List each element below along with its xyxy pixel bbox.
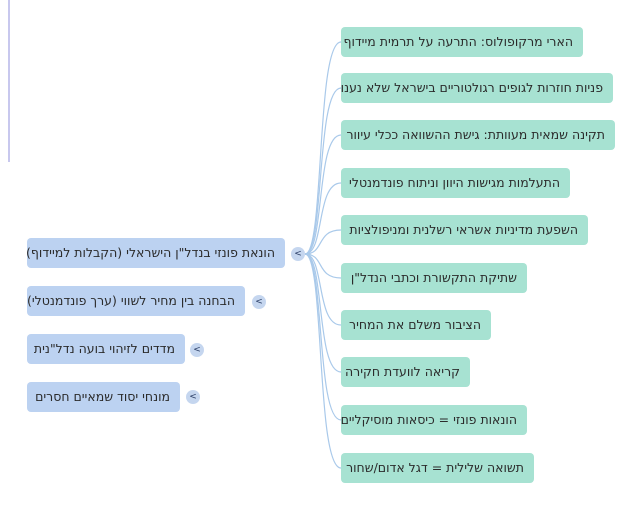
edge-to-right-node-10 [304,253,342,469]
right-node-2[interactable]: פניות חוזרות לגופים רגולטוריים בישראל של… [341,73,613,103]
collapse-chevron-icon[interactable]: < [291,247,305,261]
right-node-5[interactable]: השפעת מדיניות אשראי רשלנית ומניפולציות [341,215,588,245]
edge-to-right-node-1 [304,41,342,255]
edge-to-right-node-5 [304,229,342,255]
right-node-4[interactable]: התעלמות מגישות היוון וניתוח פונדמנטלי [341,168,570,198]
edge-to-right-node-3 [304,134,342,255]
right-node-3[interactable]: תקינה שמאית מעוותת: גישת ההשוואה ככלי עי… [341,120,615,150]
expand-chevron-icon[interactable]: < [186,390,200,404]
left-node-missing-terms[interactable]: מונחי יסוד שמאיים חסרים [27,382,180,412]
edge-to-right-node-7 [304,253,342,326]
right-node-6[interactable]: שתיקת התקשורת וכתבי הנדל"ן [341,263,527,293]
right-node-8[interactable]: קריאה לוועדת חקירה [341,357,470,387]
right-node-9[interactable]: הונאות פונזי = כיסאות מוסיקליים [341,405,527,435]
expand-chevron-icon[interactable]: < [190,343,204,357]
left-node-bubble-indicators[interactable]: מדדים לזיהוי בועה נדל"נית [27,334,185,364]
right-node-1[interactable]: הארי מרקופולוס: התרעה על תרמית מיידוף [341,27,583,57]
left-node-ponzi[interactable]: הונאת פונזי בנדל"ן הישראלי (הקבלות למייד… [27,238,285,268]
edge-to-right-node-4 [304,182,342,255]
edge-to-right-node-2 [304,87,342,255]
edges-group [304,41,342,469]
edge-to-right-node-6 [304,253,342,279]
expand-chevron-icon[interactable]: < [252,295,266,309]
left-node-price-vs-value[interactable]: הבחנה בין מחיר לשווי (ערך פונדמנטלי) [27,286,245,316]
right-node-10[interactable]: תשואה שלילית = דגל אדום/שחור [341,453,534,483]
right-node-7[interactable]: הציבור משלם את המחיר [341,310,491,340]
